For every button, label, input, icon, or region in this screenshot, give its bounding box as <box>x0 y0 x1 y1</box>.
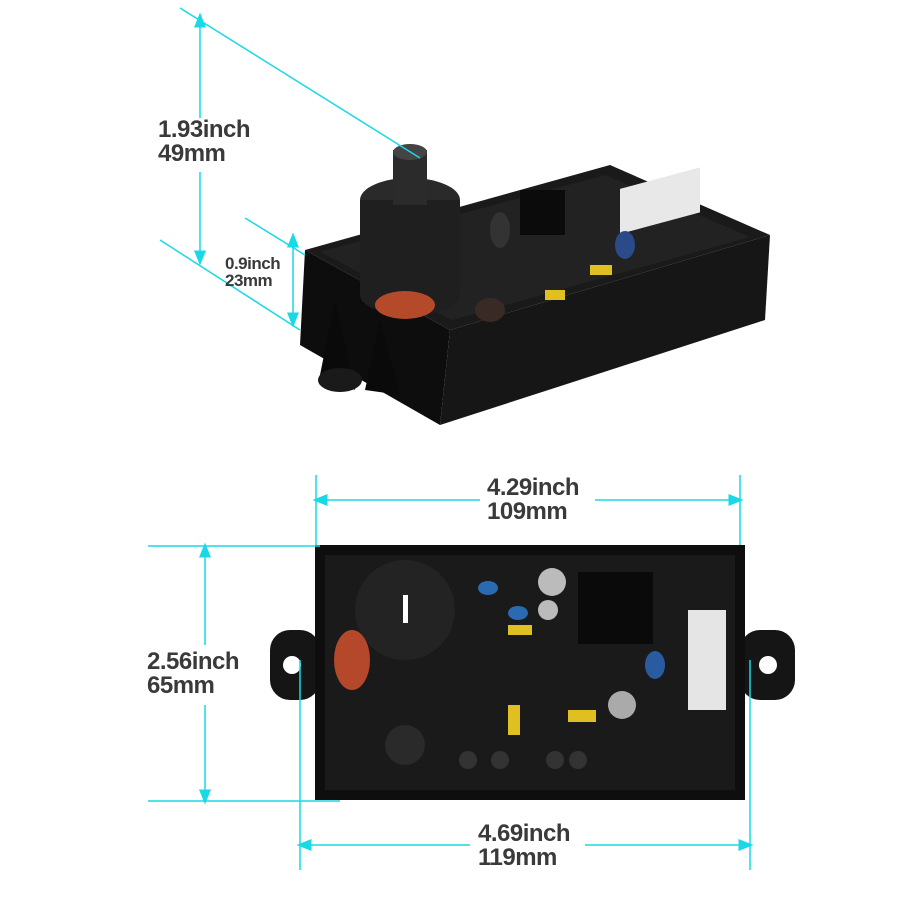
total-width-mm: 119mm <box>478 844 557 871</box>
width-depth-inch: 2.56inch <box>147 648 240 675</box>
total-width-label: 4.69inch 119mm <box>478 820 571 871</box>
depth-mm: 23mm <box>225 271 273 290</box>
inner-width-mm: 109mm <box>487 498 568 525</box>
height-mm: 49mm <box>158 140 226 167</box>
depth-inch: 0.9inch <box>225 254 281 273</box>
inner-width-inch: 4.29inch <box>487 474 580 501</box>
width-depth-label: 2.56inch 65mm <box>147 648 240 699</box>
total-width-inch: 4.69inch <box>478 820 571 847</box>
module-top-view <box>270 545 795 800</box>
module-3d-view <box>300 144 770 425</box>
height-inch: 1.93inch <box>158 116 251 143</box>
height-label: 1.93inch 49mm <box>158 116 251 167</box>
inner-width-label: 4.29inch 109mm <box>487 474 580 525</box>
depth-label: 0.9inch 23mm <box>225 254 281 290</box>
dimension-lines <box>148 7 754 870</box>
width-depth-mm: 65mm <box>147 672 215 699</box>
